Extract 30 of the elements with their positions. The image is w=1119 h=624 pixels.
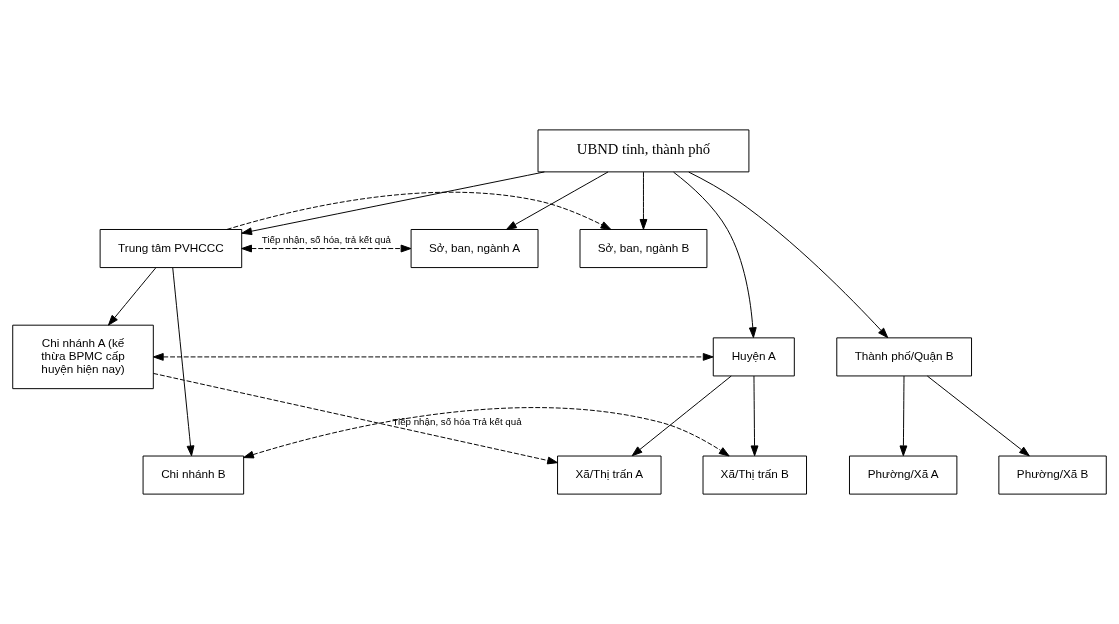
node-box: Sở, ban, ngành A — [410, 229, 539, 269]
arrow — [631, 375, 732, 457]
edge-label: Tiếp nhận, số hóa, trả kết quả — [261, 233, 391, 245]
edge-label: Tiếp nhận, số hóa Trả kết quả — [392, 415, 522, 427]
arrow — [172, 267, 195, 457]
node-box: UBND tỉnh, thành phố — [537, 129, 750, 173]
node-box: Chi nhánh A (kế thừa BPMC cấp huyện hiện nay) — [12, 324, 154, 390]
node-box: Huyện A — [712, 337, 795, 377]
arrow — [243, 407, 730, 459]
node-box: Trung tâm PVHCCC — [99, 229, 243, 269]
arrow — [639, 171, 648, 230]
arrow — [152, 372, 558, 465]
node-box: Xã/Thị trấn B — [702, 455, 807, 495]
arrow — [108, 267, 157, 326]
node-box: Thành phố/Quận B — [836, 337, 972, 377]
node-box: Phường/Xã B — [998, 455, 1107, 495]
arrow — [926, 375, 1030, 457]
arrow — [688, 171, 889, 339]
node-box: Xã/Thị trấn A — [557, 455, 662, 495]
arrow — [241, 244, 412, 253]
node-box: Phường/Xã A — [849, 455, 958, 495]
node-box: Sở, ban, ngành B — [579, 229, 708, 269]
arrow — [506, 171, 609, 230]
arrow — [673, 171, 757, 339]
arrow — [226, 191, 612, 230]
arrow — [899, 375, 908, 457]
arrow — [750, 375, 759, 457]
node-box: Chi nhánh B — [142, 455, 245, 495]
arrow — [152, 353, 714, 361]
arrow — [241, 171, 545, 236]
